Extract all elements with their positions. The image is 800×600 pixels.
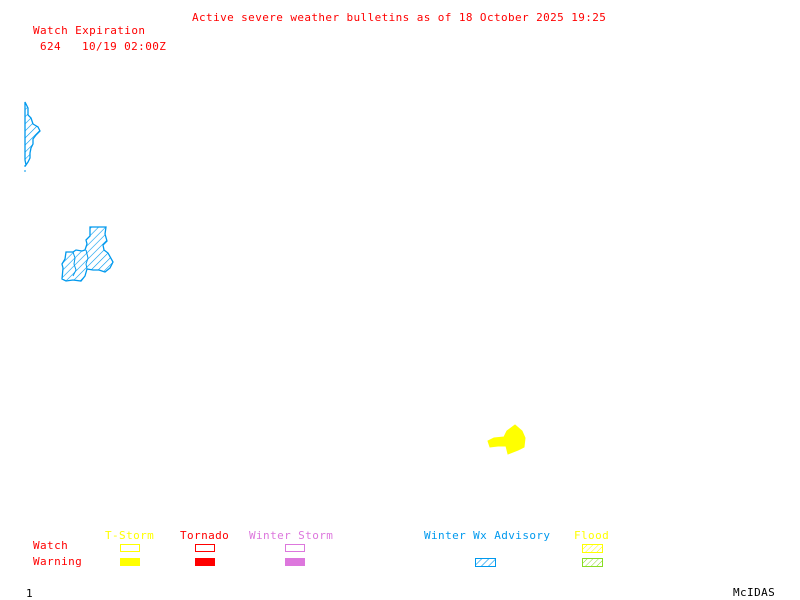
legend-tstorm-warning-swatch — [120, 558, 140, 566]
winter-advisory-area-upper-left[interactable] — [24, 101, 41, 175]
legend-flood-warning-swatch — [582, 558, 603, 567]
tstorm-warning-area[interactable] — [487, 424, 526, 455]
legend-tornado-watch-swatch — [195, 544, 215, 552]
legend-row-warning: Warning — [33, 555, 83, 568]
legend-tstorm-watch-swatch — [120, 544, 140, 552]
legend-winter-storm-warning-swatch — [285, 558, 305, 566]
watch-number: 624 — [40, 40, 62, 53]
legend-winter-storm-watch-swatch — [285, 544, 305, 552]
legend-flood-watch-swatch — [582, 544, 603, 553]
legend-row-watch: Watch — [33, 539, 69, 552]
legend-tornado-warning-swatch — [195, 558, 215, 566]
watch-expiry-time: 10/19 02:00Z — [82, 40, 167, 53]
legend-winter-advisory-label: Winter Wx Advisory — [424, 529, 551, 542]
bulletin-title: Active severe weather bulletins as of 18… — [192, 11, 607, 24]
legend-winter-advisory-swatch — [475, 558, 496, 567]
software-label: McIDAS — [733, 586, 776, 599]
legend-winter-storm-label: Winter Storm — [249, 529, 334, 542]
winter-advisory-area-left-center[interactable] — [61, 226, 114, 282]
watch-expiration-label: Watch Expiration — [33, 24, 146, 37]
legend-flood-label: Flood — [574, 529, 610, 542]
legend-tornado-label: Tornado — [180, 529, 230, 542]
legend-tstorm-label: T-Storm — [105, 529, 155, 542]
frame-number: 1 — [26, 587, 34, 600]
